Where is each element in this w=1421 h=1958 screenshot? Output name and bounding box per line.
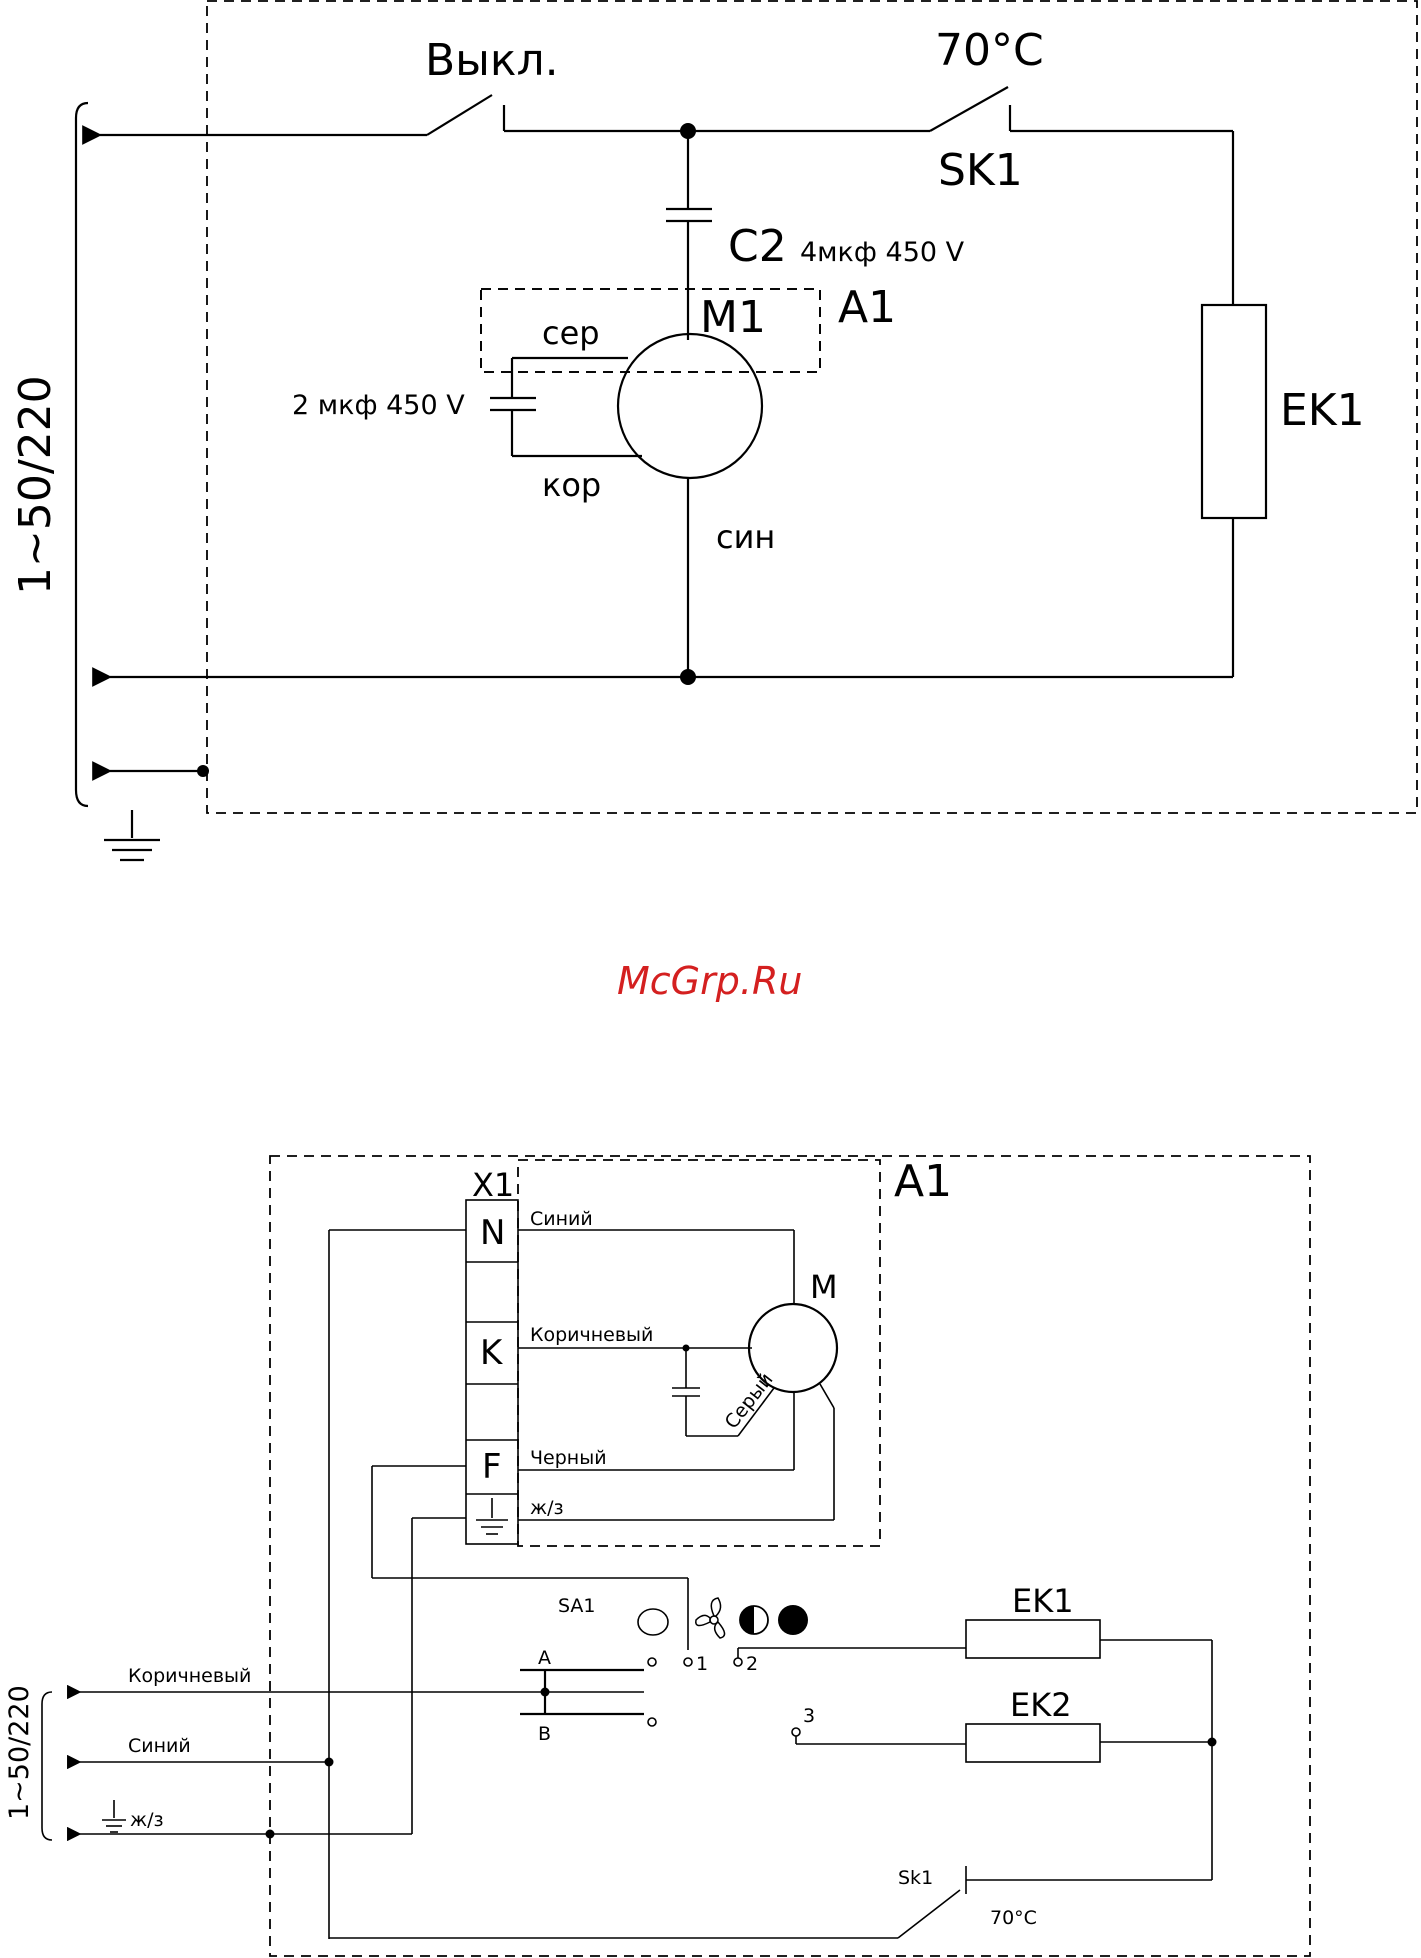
top-motor-label: M1 bbox=[700, 292, 766, 343]
bottom-assembly-label: A1 bbox=[894, 1156, 952, 1207]
bottom-switch-a-label: A bbox=[538, 1647, 551, 1669]
top-assembly-a1-frame bbox=[481, 289, 820, 372]
top-wire-brown-label: кор bbox=[542, 466, 601, 504]
bottom-wire-ground-label: ж/з bbox=[530, 1497, 564, 1519]
bottom-switch-contact-1 bbox=[684, 1658, 692, 1666]
top-c2-rating: 4мкф 450 V bbox=[800, 237, 965, 268]
top-wire-blue-label: син bbox=[716, 518, 775, 556]
bottom-terminal-n: N bbox=[480, 1213, 505, 1253]
top-ground-icon bbox=[104, 810, 160, 860]
top-heater-label: EK1 bbox=[1280, 385, 1365, 436]
bottom-switch-contact-a-right bbox=[648, 1658, 656, 1666]
bottom-terminal-f: F bbox=[482, 1447, 502, 1487]
bottom-switch-label: SA1 bbox=[558, 1595, 596, 1617]
bottom-input-blue-label: Синий bbox=[128, 1735, 191, 1757]
bottom-terminal-block-label: X1 bbox=[472, 1166, 514, 1204]
top-heater-ek1 bbox=[1202, 305, 1266, 518]
bottom-terminal-ground-icon bbox=[476, 1498, 508, 1534]
bottom-switch-off-icon bbox=[638, 1609, 668, 1635]
bottom-junction-heaters bbox=[1208, 1738, 1217, 1747]
bottom-input-ground-icon bbox=[102, 1800, 126, 1832]
top-thermostat-label: SK1 bbox=[938, 145, 1023, 196]
bottom-heater-ek1 bbox=[966, 1620, 1100, 1658]
top-thermostat-temp: 70°C bbox=[935, 25, 1044, 76]
bottom-input-brown-label: Коричневый bbox=[128, 1665, 251, 1687]
bottom-wire-f-label: Черный bbox=[530, 1447, 607, 1469]
bottom-switch-contact-b-right bbox=[648, 1718, 656, 1726]
bottom-wire-ground-motor bbox=[820, 1384, 834, 1408]
bottom-switch-pos1-label: 1 bbox=[696, 1653, 708, 1675]
bottom-switch-contact-2 bbox=[734, 1658, 742, 1666]
top-schematic: 1~50/220 Выкл. 70°C SK1 EK1 C2 4мкф 450 … bbox=[10, 1, 1417, 860]
bottom-terminal-k: K bbox=[480, 1333, 504, 1373]
bottom-wire-n-label: Синий bbox=[530, 1208, 593, 1230]
bottom-heater-ek1-label: EK1 bbox=[1012, 1582, 1074, 1620]
bottom-switch-pos3-label: 3 bbox=[803, 1705, 815, 1727]
top-c2-label: C2 bbox=[728, 221, 787, 272]
bottom-supply-brace bbox=[42, 1692, 52, 1840]
bottom-supply-label: 1~50/220 bbox=[4, 1685, 35, 1820]
top-supply-label: 1~50/220 bbox=[10, 375, 61, 595]
bottom-enclosure bbox=[270, 1156, 1310, 1956]
top-switch-off-blade bbox=[427, 95, 492, 135]
top-supply-brace bbox=[76, 103, 88, 806]
bottom-switch-b-label: B bbox=[538, 1723, 551, 1745]
bottom-wire-grey-label: Серый bbox=[721, 1369, 778, 1433]
bottom-switch-full-heat-icon bbox=[778, 1605, 808, 1635]
top-thermostat-blade bbox=[930, 87, 1008, 131]
bottom-thermostat-blade bbox=[898, 1890, 960, 1938]
bottom-thermostat-label: Sk1 bbox=[898, 1867, 933, 1889]
bottom-switch-half-heat-icon bbox=[740, 1606, 768, 1634]
bottom-thermostat-temp: 70°C bbox=[990, 1907, 1037, 1929]
bottom-schematic: A1 X1 N K F Синий Коричневый bbox=[4, 1156, 1310, 1956]
top-switch-off-label: Выкл. bbox=[425, 35, 559, 86]
bottom-input-ground-label: ж/з bbox=[130, 1809, 164, 1831]
bottom-switch-pos2-label: 2 bbox=[746, 1653, 758, 1675]
bottom-wire-k-label: Коричневый bbox=[530, 1324, 653, 1346]
top-assembly-a1 bbox=[481, 289, 820, 372]
top-wire-grey-label: сер bbox=[542, 314, 600, 352]
bottom-heater-ek2-label: EK2 bbox=[1010, 1686, 1072, 1724]
bottom-switch-contact-3 bbox=[792, 1728, 800, 1736]
watermark: McGrp.Ru bbox=[617, 959, 802, 1003]
bottom-motor bbox=[749, 1304, 837, 1392]
bottom-switch-fan-icon bbox=[696, 1598, 725, 1638]
top-assembly-label: A1 bbox=[838, 282, 896, 333]
bottom-heater-ek2 bbox=[966, 1724, 1100, 1762]
bottom-motor-label: M bbox=[810, 1268, 838, 1306]
top-motor-cap-rating: 2 мкф 450 V bbox=[292, 390, 465, 421]
